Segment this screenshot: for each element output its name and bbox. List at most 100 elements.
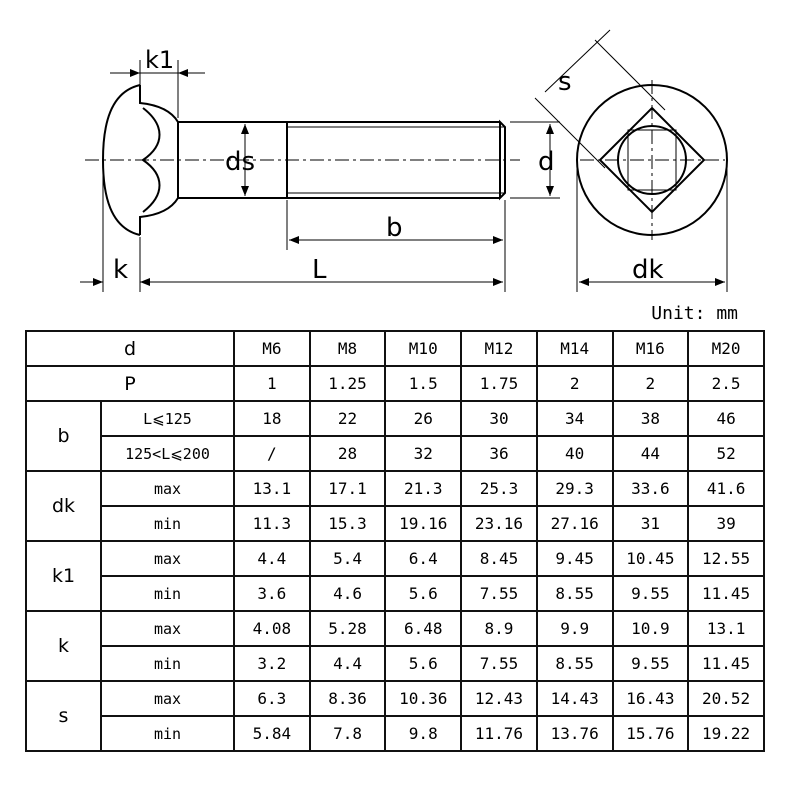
table-cell: 12.43 [460,680,538,717]
table-cell: 15.3 [308,505,387,542]
table-cell: 31 [611,505,690,542]
row-condition: min [100,575,235,612]
table-cell: 11.45 [687,575,765,612]
size-cell: M16 [611,330,690,367]
table-cell: 22 [308,400,387,437]
table-cell: 20.52 [687,680,765,717]
bolt-tip [499,119,506,201]
table-cell: 7.55 [460,645,538,682]
table-cell: 1.25 [308,365,387,402]
size-cell: M14 [535,330,614,367]
table-cell: 13.1 [687,610,765,647]
row-condition: max [100,470,235,507]
table-cell: 13.76 [535,715,614,752]
table-cell: 7.55 [460,575,538,612]
table-cell: 1 [233,365,311,402]
table-cell: 18 [233,400,311,437]
table-cell: 3.6 [233,575,311,612]
row-condition: L⩽125 [100,400,235,437]
unit-label: Unit: mm [651,303,738,324]
table-cell: 17.1 [308,470,387,507]
table-cell: 46 [687,400,765,437]
k-row-min: min 3.2 4.4 5.6 7.55 8.55 9.55 11.45 [26,645,765,682]
table-cell: 32 [384,435,463,472]
table-cell: 26 [384,400,463,437]
table-cell: 16.43 [611,680,690,717]
row-condition: max [100,540,235,577]
table-cell: 8.55 [535,645,614,682]
row-condition: max [100,680,235,717]
table-cell: 4.4 [308,645,387,682]
table-cell: 5.6 [384,645,463,682]
table-cell: 30 [460,400,538,437]
table-cell: 21.3 [384,470,463,507]
size-cell: M6 [233,330,311,367]
s-row-min: min 5.84 7.8 9.8 11.76 13.76 15.76 19.22 [26,715,765,752]
k-row-max: k max 4.08 5.28 6.48 8.9 9.9 10.9 13.1 [25,610,765,682]
table-cell: 5.28 [308,610,387,647]
dk-row-max: dk max 13.1 17.1 21.3 25.3 29.3 33.6 41.… [25,470,765,542]
table-cell: 19.16 [384,505,463,542]
size-cell: M12 [460,330,538,367]
table-cell: 52 [687,435,765,472]
s-label: s [25,680,102,752]
row-condition: 125<L⩽200 [100,435,235,472]
table-cell: 8.45 [460,540,538,577]
table-cell: 3.2 [233,645,311,682]
size-cell: M8 [308,330,387,367]
table-cell: 11.76 [460,715,538,752]
table-cell: 13.1 [233,470,311,507]
k1-row-min: min 3.6 4.6 5.6 7.55 8.55 9.55 11.45 [26,575,765,612]
dim-label-s: s [558,67,572,97]
table-cell: 15.76 [611,715,690,752]
pitch-label: P [25,365,235,402]
table-cell: 9.8 [384,715,463,752]
table-cell: 38 [611,400,690,437]
table-cell: 11.45 [687,645,765,682]
table-cell: 44 [611,435,690,472]
table-cell: 9.45 [535,540,614,577]
table-cell: 39 [687,505,765,542]
row-condition: min [100,505,235,542]
table-cell: 12.55 [687,540,765,577]
table-cell: 40 [535,435,614,472]
dim-label-ds: ds [225,147,255,177]
size-header-label: d [25,330,235,367]
size-cell: M20 [687,330,765,367]
dimensions-table: d M6 M8 M10 M12 M14 M16 M20 P 1 1.25 1.5… [25,330,765,752]
k1-row-max: k1 max 4.4 5.4 6.4 8.45 9.45 10.45 12.55 [25,540,765,612]
row-condition: min [100,645,235,682]
table-cell: 5.6 [384,575,463,612]
table-cell: / [233,435,311,472]
table-cell: 25.3 [460,470,538,507]
b-label: b [25,400,102,472]
dim-label-L: L [312,255,327,285]
table-cell: 29.3 [535,470,614,507]
table-cell: 11.3 [233,505,311,542]
table-cell: 2.5 [687,365,765,402]
dim-label-d: d [538,147,555,177]
dim-label-k1: k1 [145,46,174,74]
dim-label-k: k [113,255,128,285]
size-cell: M10 [384,330,463,367]
table-cell: 4.6 [308,575,387,612]
k-label: k [25,610,102,682]
carriage-bolt-drawing: k1 ds d b k L s dk [80,29,728,292]
table-cell: 23.16 [460,505,538,542]
table-cell: 10.45 [611,540,690,577]
table-cell: 28 [308,435,387,472]
row-condition: max [100,610,235,647]
dk-label: dk [25,470,102,542]
table-cell: 19.22 [687,715,765,752]
b-row-1: b L⩽125 18 22 26 30 34 38 46 [25,400,765,472]
table-cell: 2 [535,365,614,402]
table-cell: 6.3 [233,680,311,717]
table-cell: 5.84 [233,715,311,752]
dk-row-min: min 11.3 15.3 19.16 23.16 27.16 31 39 [26,505,765,542]
table-cell: 6.48 [384,610,463,647]
table-cell: 9.9 [535,610,614,647]
table-cell: 33.6 [611,470,690,507]
table-cell: 36 [460,435,538,472]
table-cell: 1.5 [384,365,463,402]
table-cell: 10.36 [384,680,463,717]
